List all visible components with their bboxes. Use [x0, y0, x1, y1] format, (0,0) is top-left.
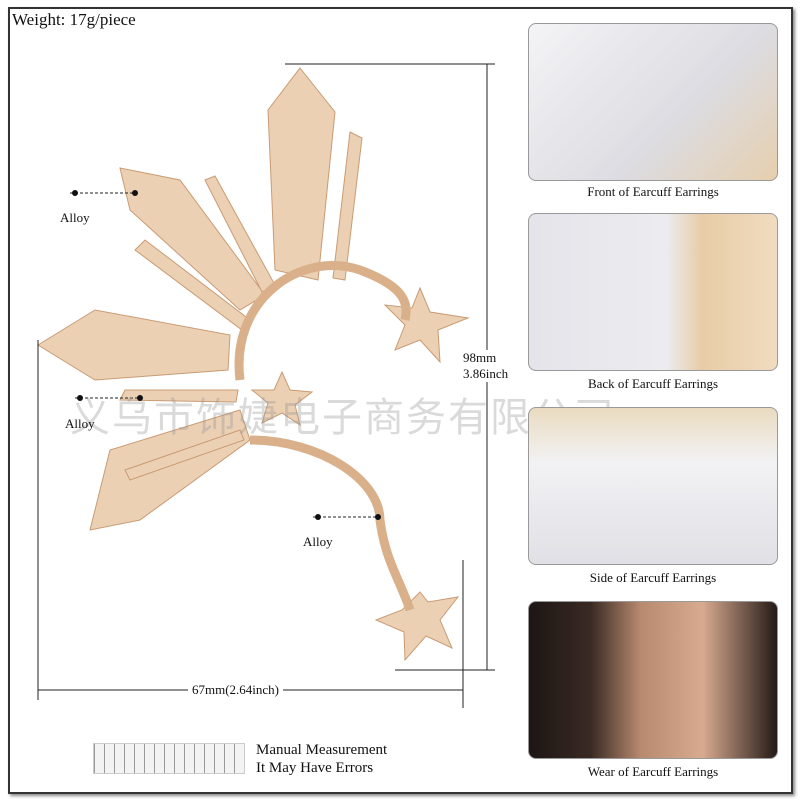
- note-line-1: Manual Measurement: [256, 742, 388, 758]
- back-view-photo: [528, 213, 778, 371]
- star-bottom: [374, 591, 460, 662]
- bar-2: [332, 131, 363, 281]
- spike-top: [267, 67, 336, 281]
- image-frame: [8, 7, 793, 794]
- measurement-note: Manual Measurement It May Have Errors: [256, 741, 387, 777]
- width-dimension: 67mm(2.64inch): [188, 682, 284, 698]
- back-view-caption: Back of Earcuff Earrings: [587, 376, 719, 391]
- height-dimension: 98mm 3.86inch: [463, 350, 509, 382]
- side-view-photo: [528, 407, 778, 565]
- bar-5: [124, 429, 245, 481]
- bar-4: [119, 389, 239, 403]
- height-inch: 3.86inch: [463, 366, 509, 381]
- spike-upper-left: [119, 167, 266, 311]
- ruler-icon: [93, 743, 245, 774]
- watermark: 义乌市饰婕电子商务有限公司: [70, 395, 616, 441]
- wear-view-photo: [528, 601, 778, 759]
- ear-hook: [234, 261, 411, 381]
- spike-left: [37, 309, 231, 381]
- ear-tail: [249, 435, 415, 612]
- weight-label: Weight: 17g/piece: [12, 10, 136, 29]
- note-line-2: It May Have Errors: [256, 760, 374, 776]
- star-upper: [383, 286, 470, 364]
- material-label: Alloy: [303, 534, 333, 549]
- star-middle: [250, 370, 314, 427]
- side-view-caption: Side of Earcuff Earrings: [589, 570, 717, 585]
- wear-view-caption: Wear of Earcuff Earrings: [587, 764, 719, 779]
- front-view-caption: Front of Earcuff Earrings: [587, 184, 719, 199]
- material-label: Alloy: [60, 210, 90, 225]
- material-label: Alloy: [65, 416, 95, 431]
- front-view-photo: [528, 23, 778, 181]
- height-mm: 98mm: [463, 350, 497, 365]
